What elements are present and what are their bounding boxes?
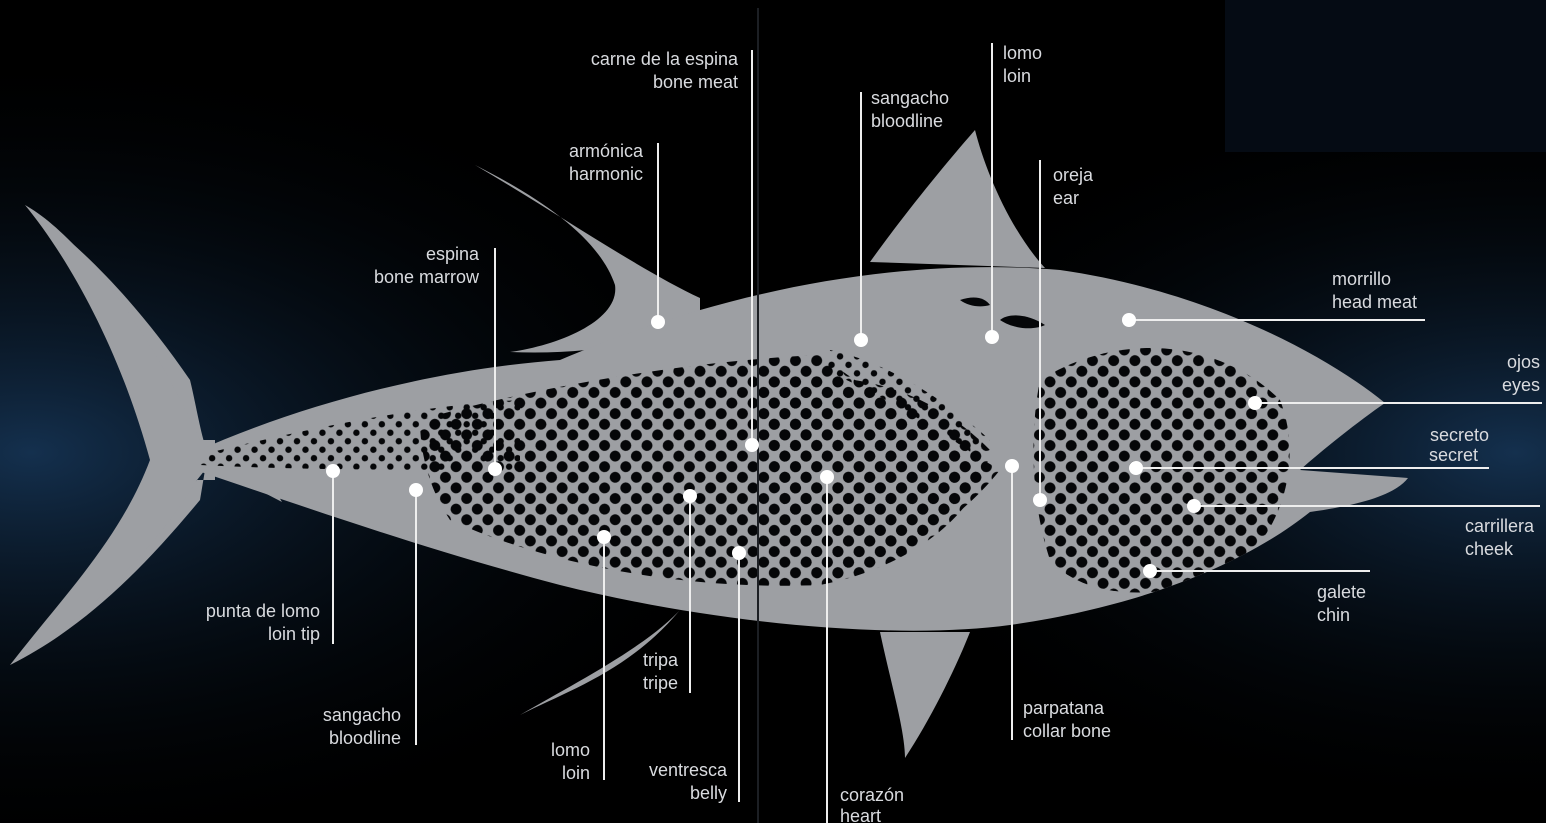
- marker-carne-espina[interactable]: [745, 438, 759, 452]
- label-corazon-es: corazón: [840, 785, 904, 805]
- label-secreto-en: secret: [1429, 445, 1478, 465]
- marker-parpatana[interactable]: [1005, 459, 1019, 473]
- marker-ventresca[interactable]: [732, 546, 746, 560]
- label-tripa-es: tripa: [643, 650, 679, 670]
- label-ojos-en: eyes: [1502, 375, 1540, 395]
- marker-galete[interactable]: [1143, 564, 1157, 578]
- label-armonica-en: harmonic: [569, 164, 643, 184]
- label-parpatana-es: parpatana: [1023, 698, 1105, 718]
- marker-carrillera[interactable]: [1187, 499, 1201, 513]
- label-secreto-es: secreto: [1430, 425, 1489, 445]
- label-lomo-top-en: loin: [1003, 66, 1031, 86]
- label-tripa-en: tripe: [643, 673, 678, 693]
- marker-morrillo[interactable]: [1122, 313, 1136, 327]
- label-lomo-top-es: lomo: [1003, 43, 1042, 63]
- marker-lomo-top[interactable]: [985, 330, 999, 344]
- label-oreja-en: ear: [1053, 188, 1079, 208]
- label-lomo-bottom-en: loin: [562, 763, 590, 783]
- label-lomo-bottom-es: lomo: [551, 740, 590, 760]
- marker-sangacho-top[interactable]: [854, 333, 868, 347]
- label-ventresca-en: belly: [690, 783, 727, 803]
- label-carne-espina-en: bone meat: [653, 72, 738, 92]
- label-morrillo-en: head meat: [1332, 292, 1417, 312]
- label-espina-es: espina: [426, 244, 480, 264]
- label-corazon-en: heart: [840, 806, 881, 823]
- marker-espina[interactable]: [488, 462, 502, 476]
- label-sangacho-bottom-en: bloodline: [329, 728, 401, 748]
- label-oreja-es: oreja: [1053, 165, 1094, 185]
- marker-secreto[interactable]: [1129, 461, 1143, 475]
- label-ojos-es: ojos: [1507, 352, 1540, 372]
- label-carrillera-es: carrillera: [1465, 516, 1535, 536]
- label-morrillo-es: morrillo: [1332, 269, 1391, 289]
- label-sangacho-bottom-es: sangacho: [323, 705, 401, 725]
- marker-tripa[interactable]: [683, 489, 697, 503]
- label-ventresca-es: ventresca: [649, 760, 728, 780]
- marker-lomo-bottom[interactable]: [597, 530, 611, 544]
- label-parpatana-en: collar bone: [1023, 721, 1111, 741]
- label-espina-en: bone marrow: [374, 267, 480, 287]
- label-carrillera-en: cheek: [1465, 539, 1514, 559]
- label-carne-espina-es: carne de la espina: [591, 49, 739, 69]
- label-sangacho-top-en: bloodline: [871, 111, 943, 131]
- marker-ojos[interactable]: [1248, 396, 1262, 410]
- label-galete-en: chin: [1317, 605, 1350, 625]
- label-punta-lomo-es: punta de lomo: [206, 601, 320, 621]
- marker-punta-lomo[interactable]: [326, 464, 340, 478]
- marker-corazon[interactable]: [820, 470, 834, 484]
- label-sangacho-top-es: sangacho: [871, 88, 949, 108]
- marker-armonica[interactable]: [651, 315, 665, 329]
- label-armonica-es: armónica: [569, 141, 644, 161]
- label-punta-lomo-en: loin tip: [268, 624, 320, 644]
- label-galete-es: galete: [1317, 582, 1366, 602]
- marker-sangacho-bottom[interactable]: [409, 483, 423, 497]
- marker-oreja[interactable]: [1033, 493, 1047, 507]
